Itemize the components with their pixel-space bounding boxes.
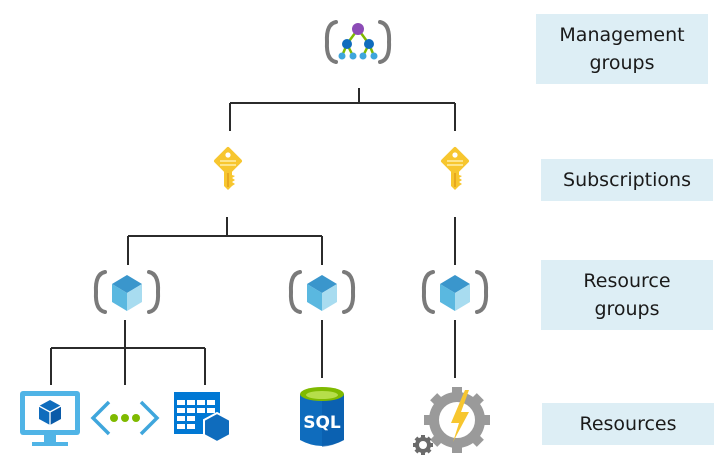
connector-rg1-to-resources bbox=[50, 320, 206, 385]
label-resources: Resources bbox=[542, 403, 714, 445]
function-app-icon bbox=[413, 387, 490, 455]
label-subscriptions: Subscriptions bbox=[541, 159, 713, 201]
connector-mg-to-subs bbox=[229, 88, 456, 131]
subscription-key-icon-1 bbox=[214, 147, 242, 192]
connector-sub1-to-rgs bbox=[127, 217, 323, 265]
resource-group-icon-1 bbox=[93, 270, 161, 314]
connectors bbox=[50, 88, 456, 385]
label-management-groups: Management groups bbox=[536, 14, 708, 84]
label-subscriptions-text: Subscriptions bbox=[563, 169, 691, 191]
label-resource-groups-text: Resource groups bbox=[583, 270, 671, 320]
label-resource-groups: Resource groups bbox=[541, 260, 713, 330]
sql-label: SQL bbox=[303, 413, 341, 433]
label-management-groups-text: Management groups bbox=[559, 24, 685, 74]
sql-database-icon: SQL bbox=[300, 387, 344, 447]
resource-group-icon-2 bbox=[288, 270, 356, 314]
virtual-machine-icon bbox=[20, 391, 80, 446]
resource-group-icon-3 bbox=[421, 270, 489, 314]
subscription-key-icon-2 bbox=[441, 147, 469, 192]
label-resources-text: Resources bbox=[579, 413, 677, 435]
management-group-icon bbox=[324, 20, 392, 64]
scale-set-icon bbox=[174, 392, 231, 444]
virtual-network-icon bbox=[90, 400, 160, 436]
